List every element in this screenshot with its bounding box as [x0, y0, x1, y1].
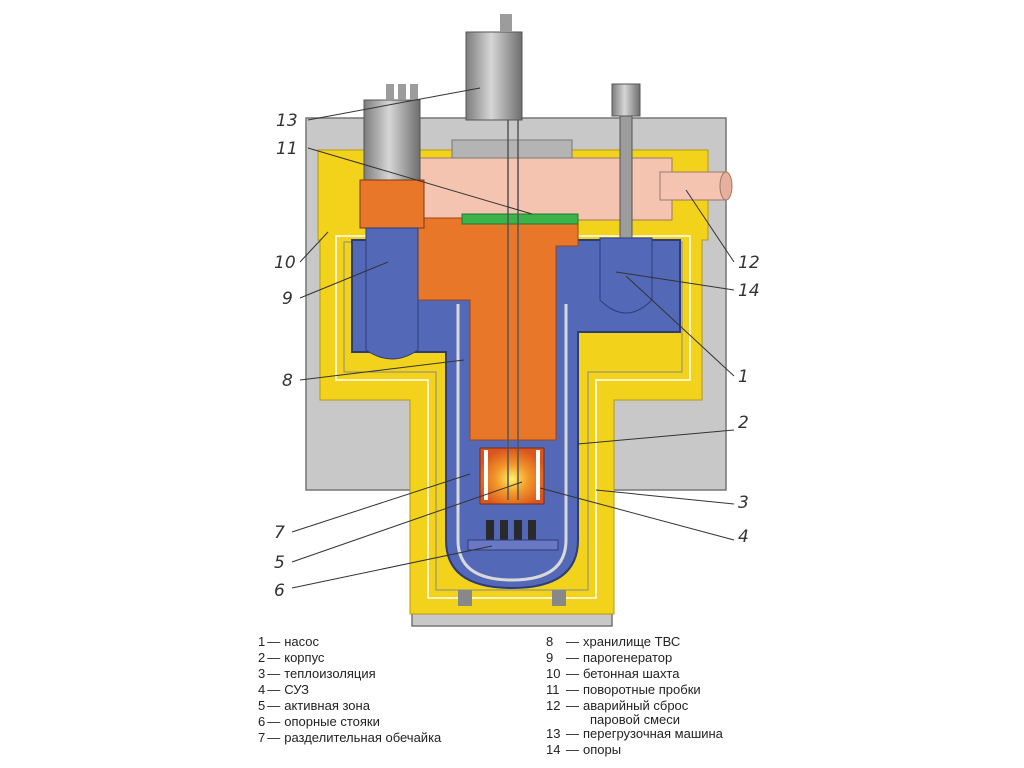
legend-item-7: 7—разделительная обечайка: [258, 730, 442, 745]
support-posts: [467, 520, 559, 551]
callout-2: 2: [738, 413, 749, 433]
emergency-release-pipe: [659, 171, 733, 201]
callout-11: 11: [276, 139, 298, 159]
callout-6: 6: [274, 581, 285, 601]
vessel-bottom-supports: [458, 590, 566, 606]
control-rods: [507, 110, 519, 500]
legend-item-12-cont: паровой смеси: [590, 712, 681, 727]
legend-item-5: 5—активная зона: [258, 698, 370, 713]
leader-lines: [291, 87, 735, 589]
refueling-machine: [465, 14, 523, 121]
legend-item-10: 10—бетонная шахта: [546, 666, 680, 681]
callout-8: 8: [282, 371, 293, 391]
callout-14: 14: [738, 281, 760, 301]
steam-generator: [359, 84, 425, 360]
callout-7: 7: [274, 523, 285, 543]
separating-shell: [456, 304, 568, 582]
callout-1: 1: [738, 367, 749, 387]
pump: [599, 83, 653, 314]
callout-9: 9: [282, 289, 293, 309]
legend-item-12: 12—аварийный сброс: [546, 698, 689, 713]
legend-item-13: 13—перегрузочная машина: [546, 726, 723, 741]
active-core: [479, 447, 545, 505]
legend-item-8: 8—хранилище ТВС: [546, 634, 681, 649]
callout-12: 12: [738, 253, 760, 273]
callout-10: 10: [274, 253, 296, 273]
callout-13: 13: [276, 111, 298, 131]
rotating-plugs: [419, 139, 673, 221]
callout-4: 4: [738, 527, 749, 547]
legend-item-3: 3—теплоизоляция: [258, 666, 376, 681]
callout-5: 5: [274, 553, 285, 573]
legend-item-2: 2—корпус: [258, 650, 325, 665]
callout-3: 3: [738, 493, 749, 513]
legend-item-11: 11—поворотные пробки: [546, 682, 701, 697]
legend-item-14: 14—опоры: [546, 742, 622, 757]
legend-item-9: 9—парогенератор: [546, 650, 673, 665]
legend-item-6: 6—опорные стояки: [258, 714, 380, 729]
callout-labels: 13 11 10 9 8 7 5 6 12 14 1 2 3 4: [274, 111, 760, 601]
legend-item-1: 1—насос: [258, 634, 320, 649]
legend-item-4: 4—СУЗ: [258, 682, 310, 697]
